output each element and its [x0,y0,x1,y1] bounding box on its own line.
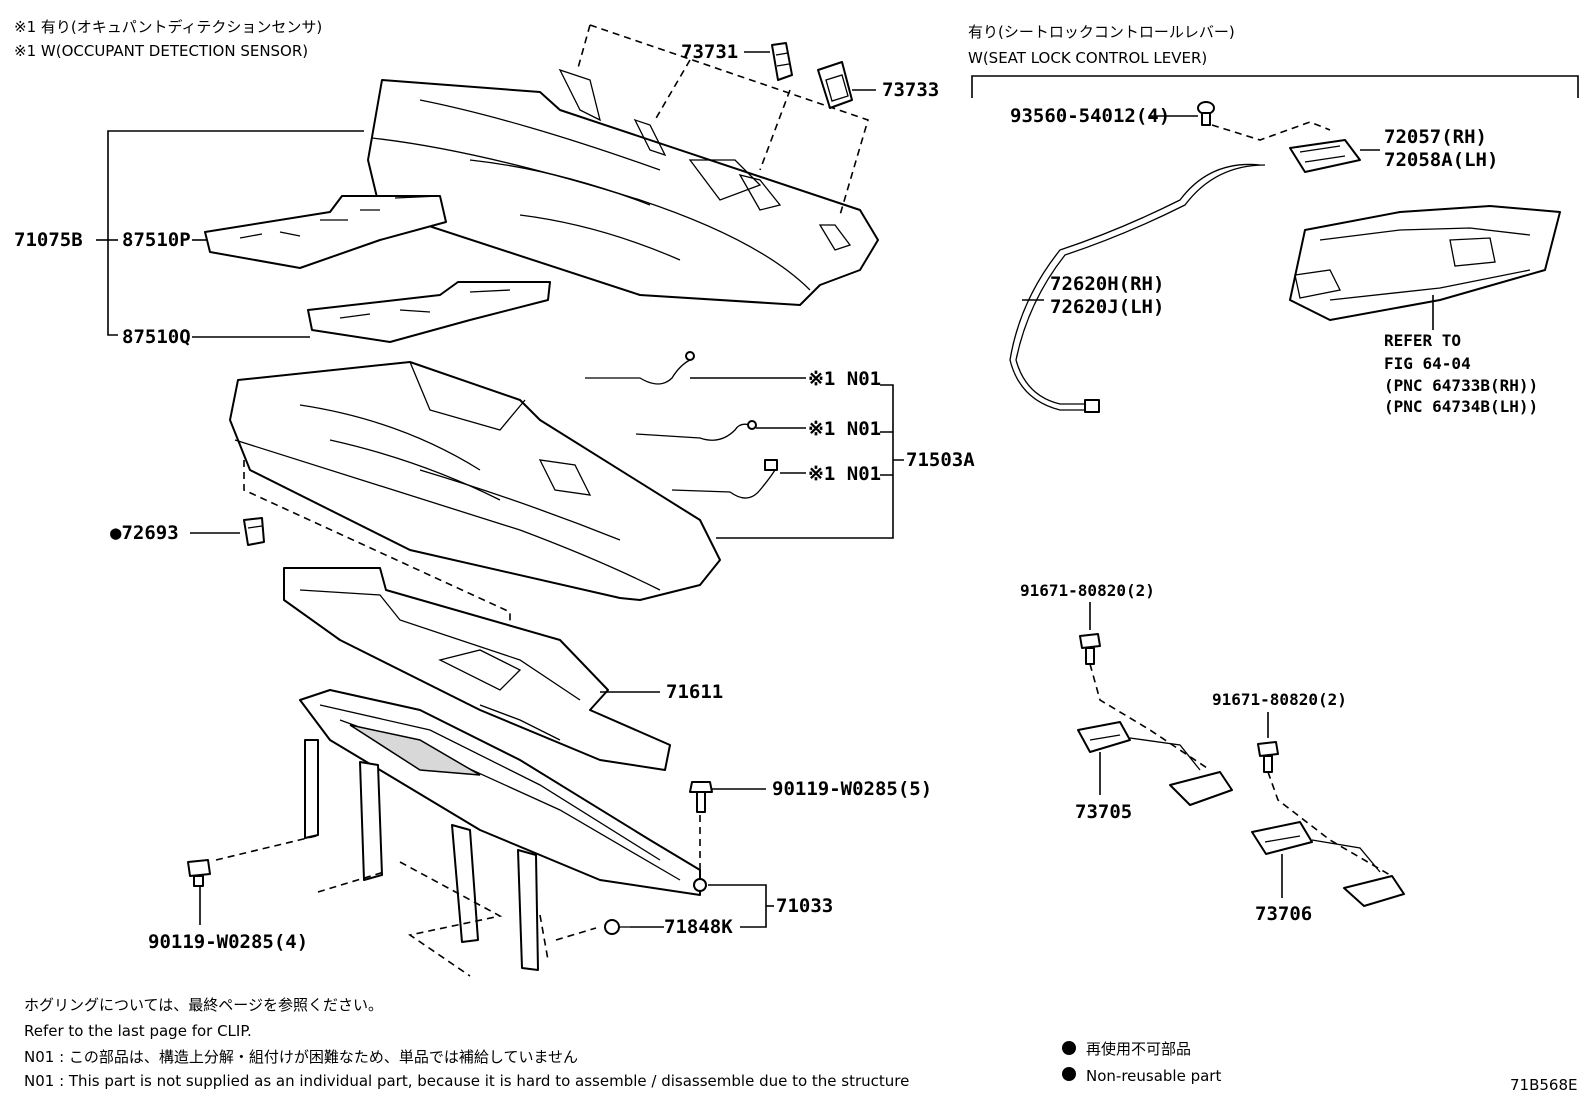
lock-cable-72620 [1009,163,1261,411]
label-n01-3: ※1 N01 [808,463,881,485]
bracket-71075B [107,130,364,336]
clip-73733 [817,61,853,109]
label-72620J: 72620J(LH) [1050,296,1164,318]
dash-93560 [1211,121,1331,141]
bracket-73705 [1077,721,1233,806]
note-lever-en: W(SEAT LOCK CONTROL LEVER) [968,49,1207,67]
label-87510P: 87510P [122,229,191,251]
seat-frame-71033 [299,689,707,971]
figure-code: 71B568E [1510,1076,1578,1094]
seat-cushion-71503A [229,361,721,601]
label-72693: ●72693 [110,522,179,544]
dash-frame-c [399,861,503,977]
dash-cover-clips [589,24,869,216]
label-73731: 73731 [681,41,738,63]
label-91671-b: 91671-80820(2) [1212,690,1347,709]
dash-cover-clips-2 [577,24,591,69]
bolt-90119-4 [187,859,211,887]
nonreusable-bullet-icon [1062,1041,1076,1055]
seat-cover-upper [367,68,879,306]
seat-heater-87510P [204,195,447,269]
label-n01-2: ※1 N01 [808,418,881,440]
dash-cover-clips-3 [654,59,691,121]
lever-72057 [1289,139,1361,173]
dash-frame-f [539,914,549,961]
seat-heater-87510Q [307,281,551,343]
label-71075B: 71075B [14,229,83,251]
bracket-73706 [1251,821,1405,907]
bracket-71503A [716,384,894,539]
dash-cover-clips-4 [759,89,791,171]
legend-nonreusable-en: Non-reusable part [1086,1067,1221,1085]
note-lever-jp: 有り(シートロックコントロールレバー) [968,23,1235,41]
label-90119-5: 90119-W0285(5) [772,778,932,800]
sensor-n01-3 [671,459,778,499]
label-71848K: 71848K [664,916,733,938]
label-73706: 73706 [1255,903,1312,925]
note-clip-jp: ホグリングについては、最終ページを参照ください。 [24,996,383,1014]
label-71033: 71033 [776,895,833,917]
bolt-91671-a [1079,633,1101,665]
side-cover-ref [1289,205,1561,321]
note-sensor-en: ※1 W(OCCUPANT DETECTION SENSOR) [14,42,308,60]
seat-pad-71611 [283,567,671,771]
label-refer-fig: FIG 64-04 [1384,354,1471,373]
dash-73706 [1267,771,1391,876]
lever-group-bracket [971,75,1579,98]
label-pnc-rh: (PNC 64733B(RH)) [1384,376,1538,395]
fastener-71848K [604,919,630,935]
sensor-n01-1 [585,351,695,385]
legend-nonreusable-jp: 再使用不可部品 [1086,1040,1191,1058]
label-n01-1: ※1 N01 [808,368,881,390]
cable-end-icon [1084,399,1100,413]
lock-cable-72620-inner [1015,164,1266,405]
label-refer-to: REFER TO [1384,331,1461,350]
label-87510Q: 87510Q [122,326,191,348]
dash-frame-a [215,834,321,861]
label-71611: 71611 [666,681,723,703]
label-72620H: 72620H(RH) [1050,273,1164,295]
dash-frame-e [555,927,597,941]
label-73705: 73705 [1075,801,1132,823]
label-91671-a: 91671-80820(2) [1020,581,1155,600]
label-90119-4: 90119-W0285(4) [148,931,308,953]
label-pnc-lh: (PNC 64734B(LH)) [1384,397,1538,416]
nonreusable-bullet-icon-2 [1062,1067,1076,1081]
note-n01-en: N01 : This part is not supplied as an in… [24,1072,909,1090]
bracket-71503A-ticks [880,431,904,476]
dash-73705 [1089,663,1211,771]
label-72058A: 72058A(LH) [1384,149,1498,171]
clip-72693 [243,517,265,546]
dash-cushion-pad [243,460,511,636]
label-72057: 72057(RH) [1384,126,1487,148]
note-sensor-jp: ※1 有り(オキュパントディテクションセンサ) [14,18,322,36]
label-71503A: 71503A [906,449,975,471]
note-n01-jp: N01 : この部品は、構造上分解・組付けが困難なため、単品では補給していません [24,1048,578,1066]
clip-73731 [771,42,793,81]
label-93560: 93560-54012(4) [1010,105,1170,127]
bolt-91671-b [1257,741,1279,773]
bolt-90119-5 [689,781,713,813]
note-clip-en: Refer to the last page for CLIP. [24,1022,252,1040]
sensor-n01-2 [635,420,757,441]
bolt-93560 [1197,101,1215,126]
label-73733: 73733 [882,79,939,101]
